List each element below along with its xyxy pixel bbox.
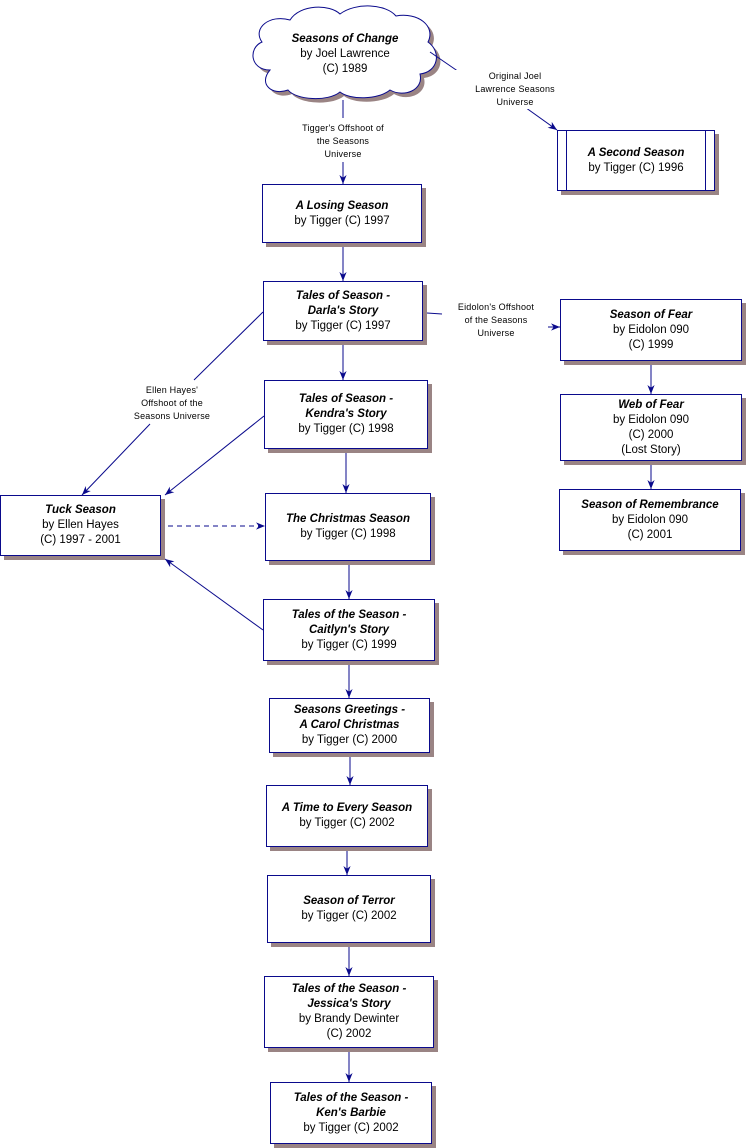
edge-darla-to-fear <box>426 312 443 315</box>
node-author: by Tigger (C) 2002 <box>301 910 397 922</box>
label-line: Eidolon's Offshoot <box>457 302 535 312</box>
node-fear[interactable]: Season of Fear by Eidolon 090 (C) 1999 <box>560 299 742 361</box>
node-subtitle: Ken's Barbie <box>316 1106 386 1119</box>
node-note: (Lost Story) <box>621 443 681 456</box>
edge-darla-to-tuck <box>81 423 151 496</box>
node-subtitle: Caitlyn's Story <box>308 623 390 636</box>
label-line: of the Seasons <box>464 315 528 325</box>
node-title: The Christmas Season <box>286 513 410 525</box>
edge-label-ellen: Ellen Hayes' Offshoot of the Seasons Uni… <box>122 384 222 423</box>
cloud-node-shape <box>252 5 441 103</box>
node-title: A Time to Every Season <box>281 802 413 814</box>
node-title: Tuck Season <box>45 504 116 516</box>
node-author: by Tigger (C) 2002 <box>303 1121 399 1134</box>
node-darla[interactable]: Tales of Season - Darla's Story by Tigge… <box>263 281 423 341</box>
node-title: Tales of Season - <box>295 289 391 302</box>
node-author: by Tigger (C) 1998 <box>300 528 396 540</box>
label-line: Tigger's Offshoot of <box>302 123 384 133</box>
edge-label-eidolon: Eidolon's Offshoot of the Seasons Univer… <box>446 301 546 340</box>
node-time[interactable]: A Time to Every Season by Tigger (C) 200… <box>266 785 428 847</box>
node-title: A Losing Season <box>295 199 389 212</box>
label-line: Lawrence Seasons <box>475 84 555 94</box>
node-title: Seasons of Change <box>291 33 399 45</box>
edge-label-tigger: Tigger's Offshoot of the Seasons Univers… <box>284 122 402 161</box>
node-title: Season of Terror <box>303 895 395 907</box>
node-subtitle: Jessica's Story <box>307 998 391 1010</box>
node-tuck[interactable]: Tuck Season by Ellen Hayes (C) 1997 - 20… <box>0 495 161 556</box>
node-subtitle: A Carol Christmas <box>299 719 400 731</box>
node-author: by Tigger (C) 2002 <box>299 817 395 829</box>
node-author: by Eidolon 090 <box>612 323 690 336</box>
label-line: Universe <box>496 97 534 107</box>
node-title: Season of Remembrance <box>581 498 719 511</box>
node-copyright: (C) 2000 <box>628 428 674 441</box>
label-line: Ellen Hayes' <box>145 385 199 395</box>
label-line: Seasons Universe <box>133 411 211 421</box>
node-author: by Ellen Hayes <box>42 519 119 531</box>
node-greetings[interactable]: Seasons Greetings - A Carol Christmas by… <box>269 698 430 753</box>
node-jessica[interactable]: Tales of the Season - Jessica's Story by… <box>264 976 434 1048</box>
node-root[interactable]: Seasons of Change by Joel Lawrence (C) 1… <box>270 32 420 77</box>
node-remembrance[interactable]: Season of Remembrance by Eidolon 090 (C)… <box>559 489 741 551</box>
node-title: A Second Season <box>587 146 685 159</box>
node-author: by Tigger (C) 1998 <box>298 423 394 435</box>
node-author: by Tigger (C) 2000 <box>301 734 398 746</box>
label-line: Original Joel <box>488 71 542 81</box>
node-author: by Tigger (C) 1999 <box>301 638 397 651</box>
node-author: by Tigger (C) 1997 <box>295 319 391 332</box>
node-author: by Tigger (C) 1996 <box>588 161 684 174</box>
node-author: by Eidolon 090 <box>611 513 689 526</box>
edge-label-original: Original Joel Lawrence Seasons Universe <box>455 70 575 109</box>
node-title: Web of Fear <box>618 398 684 411</box>
edge-caitlyn-to-tuck <box>164 558 264 631</box>
node-author: by Eidolon 090 <box>612 413 690 426</box>
node-title: Tales of Season - <box>298 393 394 405</box>
node-title: Tales of the Season - <box>291 983 407 995</box>
node-copyright: (C) 1997 - 2001 <box>40 534 121 546</box>
node-title: Season of Fear <box>609 308 693 321</box>
node-subtitle: Darla's Story <box>307 304 379 317</box>
node-author: by Brandy Dewinter <box>298 1013 400 1025</box>
node-copyright: (C) 1989 <box>322 63 368 75</box>
label-line: Offshoot of the <box>141 398 203 408</box>
edge-kendra-to-tuck <box>164 415 265 496</box>
label-line: Universe <box>324 149 362 159</box>
node-copyright: (C) 1999 <box>628 338 674 351</box>
node-title: Tales of the Season - <box>293 1091 409 1104</box>
node-caitlyn[interactable]: Tales of the Season - Caitlyn's Story by… <box>263 599 435 661</box>
node-author: by Tigger (C) 1997 <box>294 214 390 227</box>
node-author: by Joel Lawrence <box>300 48 390 60</box>
node-copyright: (C) 2002 <box>326 1028 372 1040</box>
node-christmas[interactable]: The Christmas Season by Tigger (C) 1998 <box>265 493 431 561</box>
node-kendra[interactable]: Tales of Season - Kendra's Story by Tigg… <box>264 380 428 449</box>
node-title: Tales of the Season - <box>291 608 407 621</box>
node-copyright: (C) 2001 <box>627 528 673 541</box>
label-line: the Seasons <box>316 136 370 146</box>
node-second[interactable]: A Second Season by Tigger (C) 1996 <box>557 130 715 191</box>
edge-darla-to-tuck <box>193 311 264 381</box>
node-losing[interactable]: A Losing Season by Tigger (C) 1997 <box>262 184 422 243</box>
node-web[interactable]: Web of Fear by Eidolon 090 (C) 2000 (Los… <box>560 394 742 461</box>
node-subtitle: Kendra's Story <box>305 408 387 420</box>
label-line: Universe <box>477 328 515 338</box>
node-title: Seasons Greetings - <box>293 704 406 716</box>
node-terror[interactable]: Season of Terror by Tigger (C) 2002 <box>267 875 431 943</box>
node-ken[interactable]: Tales of the Season - Ken's Barbie by Ti… <box>270 1082 432 1144</box>
